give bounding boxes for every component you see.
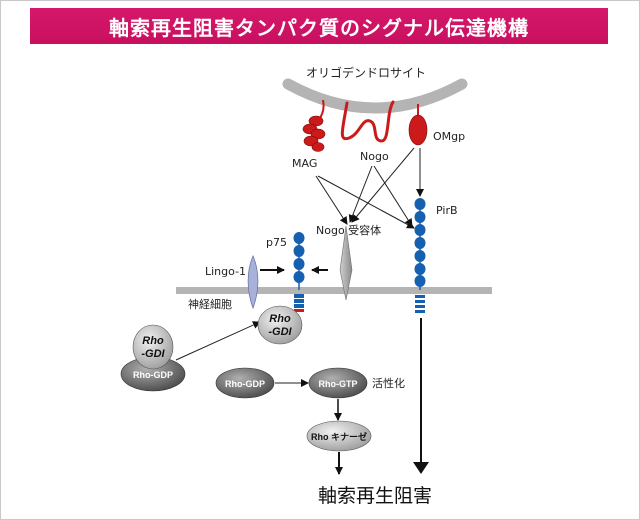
p75-receptor (293, 232, 305, 312)
pirb-receptor (414, 198, 426, 313)
omgp-ligand (408, 104, 428, 146)
outcome-label: 軸索再生阻害 (318, 485, 432, 507)
ligand-receptor-arrows (315, 147, 424, 229)
oligodendrocyte-membrane (282, 78, 468, 114)
neuron-label: 神経細胞 (188, 297, 232, 311)
rho-gdp-node (215, 367, 275, 399)
rho-gdp-text: Rho-GDP (225, 379, 265, 389)
nogo-ligand (340, 100, 395, 143)
omgp-label: OMgp (433, 130, 465, 143)
rho-gdi-bound-text-1: Rho (269, 313, 291, 325)
rho-gdi-recruit-arrow (175, 321, 261, 361)
pirb-label: PirB (436, 204, 458, 217)
nogo-label: Nogo (360, 150, 389, 163)
p75-label: p75 (266, 236, 287, 249)
lingo1-label: Lingo-1 (205, 265, 246, 278)
rho-gtp-text: Rho-GTP (319, 379, 358, 389)
rho-gdi-rho-gdp-complex: Rho-GDP Rho -GDI (120, 324, 186, 392)
rho-kinase-node (306, 420, 372, 452)
mag-ligand (302, 99, 326, 152)
oligodendrocyte-label: オリゴデンドロサイト (306, 65, 426, 80)
rho-gdi-free-text-1: Rho (142, 335, 164, 347)
rho-kinase-text: Rho キナーゼ (311, 431, 367, 442)
title-banner: 軸索再生阻害タンパク質のシグナル伝達機構 (30, 8, 608, 44)
rho-gtp-node (308, 367, 368, 399)
nogo-receptor-label: Nogo 受容体 (316, 223, 381, 237)
activation-label: 活性化 (372, 376, 405, 390)
rho-gdi-free-node (132, 324, 174, 370)
nogo-receptor (339, 225, 353, 301)
lingo1-receptor (247, 255, 259, 310)
rho-gdi-free-text-2: -GDI (141, 348, 165, 360)
mag-label: MAG (292, 157, 317, 170)
rho-gdi-bound-text-2: -GDI (268, 326, 292, 338)
rho-gdp-bound-text: Rho-GDP (133, 370, 173, 380)
page-title: 軸索再生阻害タンパク質のシグナル伝達機構 (109, 15, 529, 40)
rho-gdi-bound-node (257, 305, 303, 345)
neuron-membrane (176, 287, 492, 294)
